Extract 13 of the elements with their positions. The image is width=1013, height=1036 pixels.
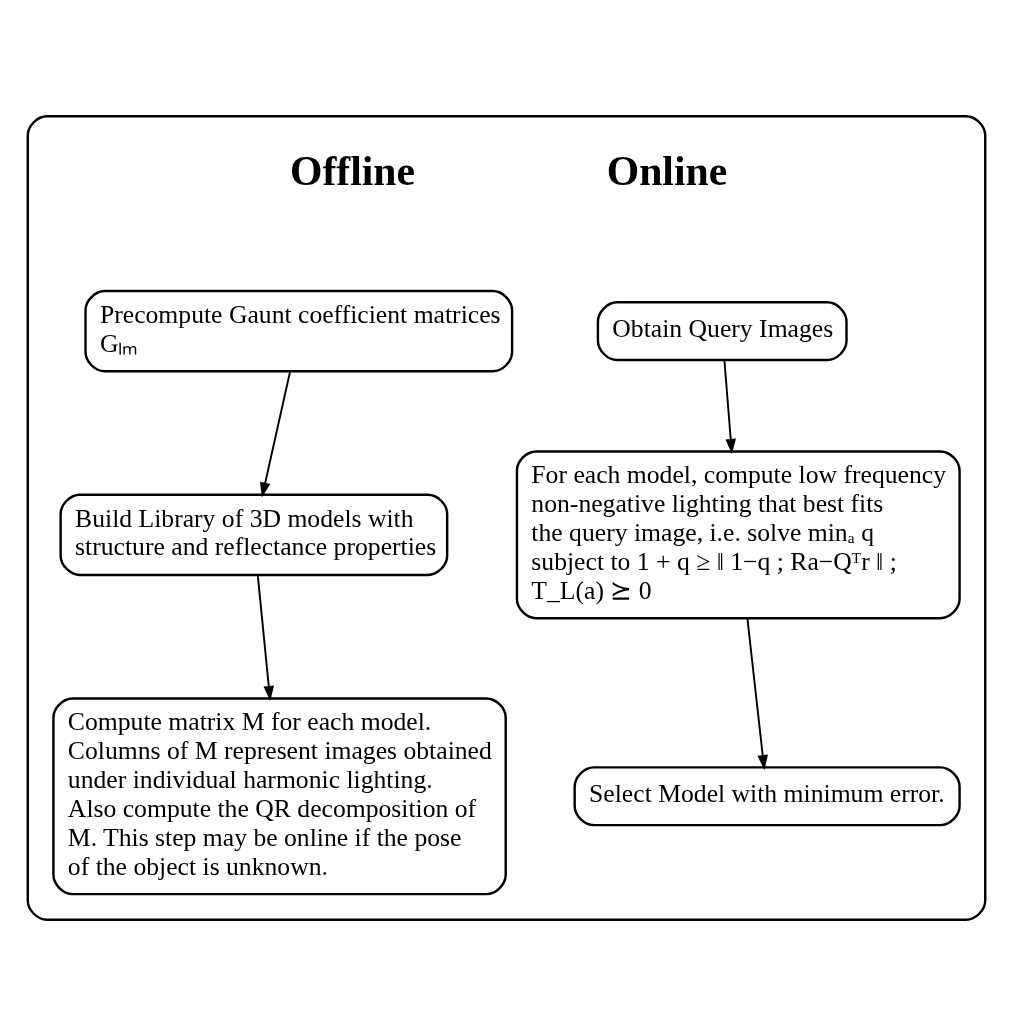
arrow <box>260 370 292 498</box>
arrow <box>256 574 275 702</box>
node-box: Select Model with minimum error. <box>573 766 961 827</box>
cluster <box>26 115 987 921</box>
node-box: For each model, compute low frequency non-negative lighting that best fits the query image, i.e. solve minₐ q subject to 1 + q ≥ ‖ 1−q ; Ra−Qᵀr ‖ ; T_L(a) ⪰ 0 <box>515 450 961 620</box>
arrow <box>723 359 736 455</box>
node-box: Obtain Query Images <box>596 301 848 362</box>
node-box: Compute matrix M for each model. Columns of M represent images obtained under individual harmonic lighting. Also compute the QR decomposition of M. This step may be online if the pose of the object is unknown. <box>52 697 507 896</box>
label: Online <box>606 147 728 194</box>
node-box: Build Library of 3D models with structure and reflectance properties <box>59 493 449 577</box>
node-box: Precompute Gaunt coefficient matrices Gₗₘ <box>84 289 514 373</box>
arrow <box>746 617 768 771</box>
label: Offline <box>289 147 416 194</box>
